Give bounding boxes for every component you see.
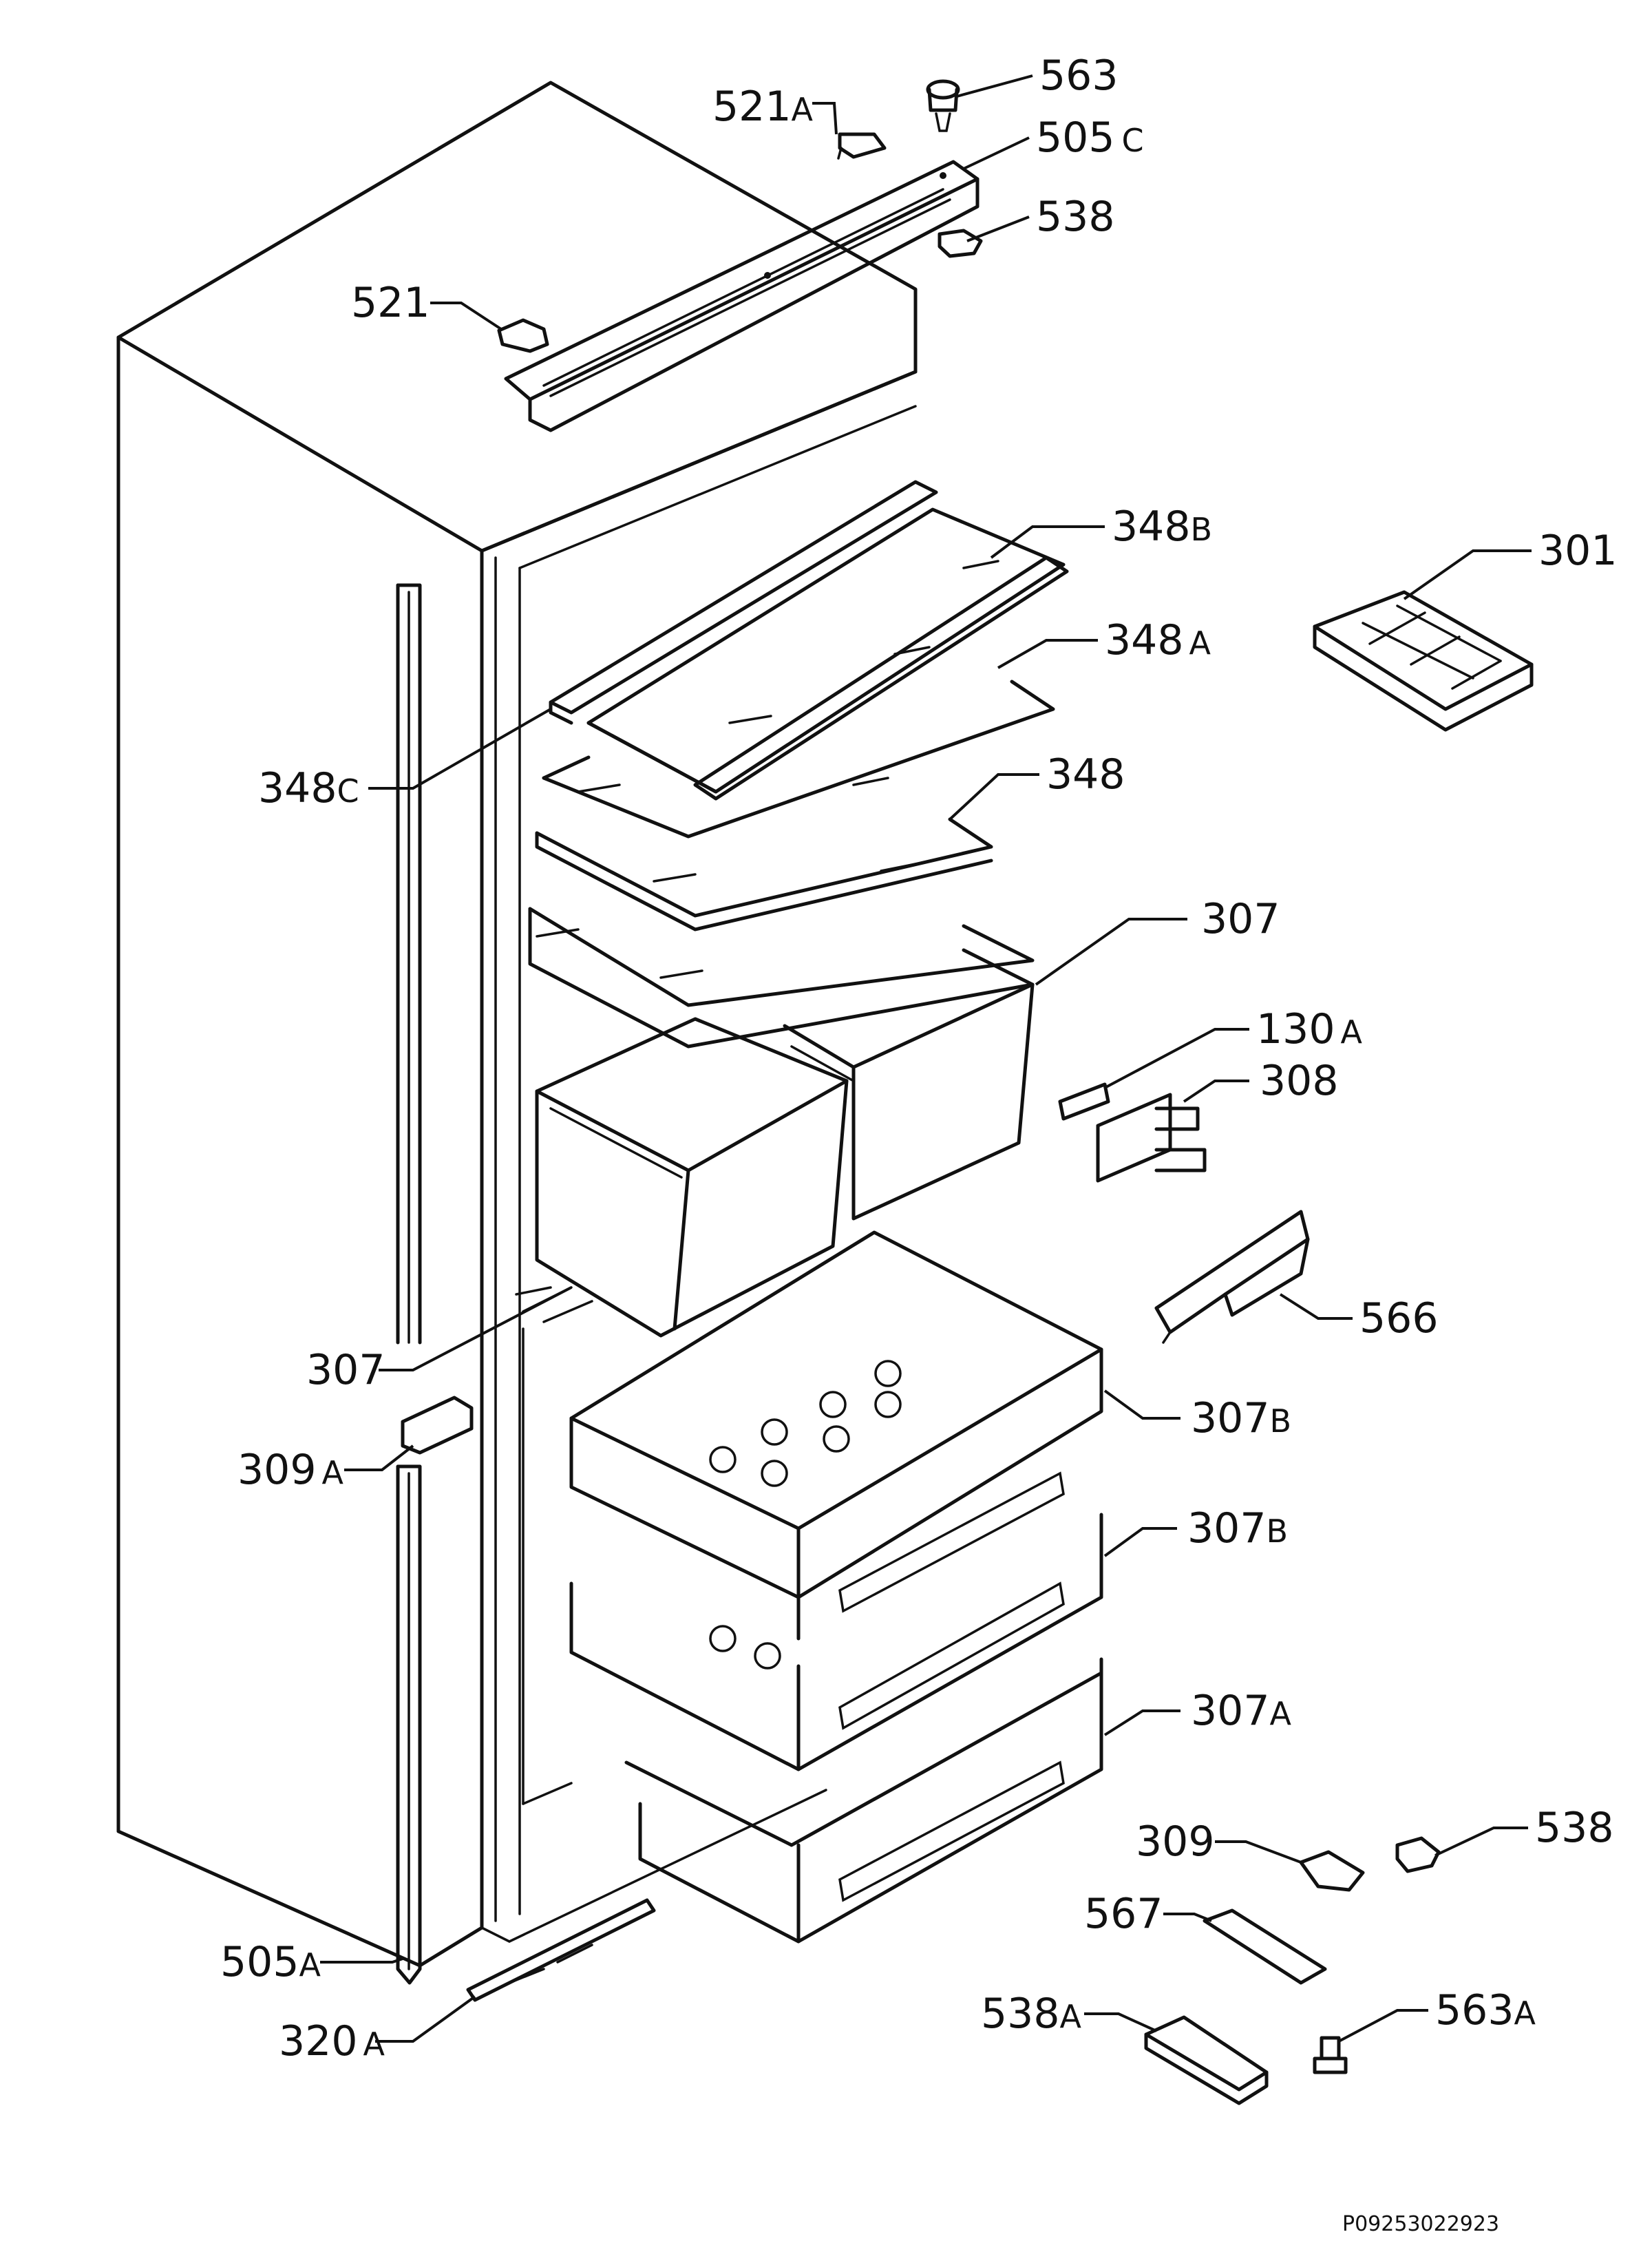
label-521a: 521A bbox=[712, 83, 814, 131]
freezer-basket-307b-upper bbox=[569, 1230, 1103, 1641]
hinge-cover-566 bbox=[1154, 1210, 1310, 1344]
label-309: 309 bbox=[1136, 1818, 1215, 1866]
label-308: 308 bbox=[1260, 1057, 1339, 1105]
glass-shelf-348a bbox=[542, 680, 1055, 839]
part-130a bbox=[1058, 1082, 1110, 1121]
freezer-basket-307b-lower bbox=[569, 1513, 1103, 1771]
label-348: 348 bbox=[1046, 750, 1125, 799]
part-309 bbox=[1299, 1850, 1365, 1892]
label-307-left: 307 bbox=[306, 1346, 385, 1394]
label-538-top: 538 bbox=[1036, 193, 1115, 241]
hinge-538-right bbox=[1395, 1836, 1441, 1873]
label-348b: 348B bbox=[1112, 503, 1212, 551]
cabinet-body bbox=[116, 81, 918, 1968]
label-563: 563 bbox=[1039, 52, 1119, 100]
top-hinge-bar-505c bbox=[504, 160, 979, 432]
part-567 bbox=[1203, 1908, 1327, 1985]
footer-code: P09253022923 bbox=[1342, 2212, 1499, 2236]
hinge-538-top bbox=[938, 229, 983, 258]
label-538-right: 538 bbox=[1535, 1804, 1614, 1852]
label-348c: 348C bbox=[258, 764, 359, 812]
label-307b-lower: 307B bbox=[1187, 1504, 1288, 1553]
bracket-308 bbox=[1096, 1093, 1207, 1183]
label-538a: 538A bbox=[981, 1990, 1082, 2038]
glass-shelf-348b bbox=[549, 480, 1069, 801]
cover-cap-521a bbox=[837, 132, 887, 160]
hinge-pin-563 bbox=[926, 79, 960, 132]
door-seal-strip bbox=[396, 583, 422, 1985]
ice-tray-301 bbox=[1313, 590, 1534, 732]
leader-lines bbox=[320, 74, 1532, 2043]
hinge-538a bbox=[1144, 2015, 1269, 2105]
drawer-307-right bbox=[783, 948, 1035, 1221]
label-566: 566 bbox=[1359, 1294, 1439, 1343]
drawer-307-left bbox=[535, 1017, 849, 1338]
freezer-basket-307a bbox=[624, 1657, 1103, 1944]
label-563a: 563A bbox=[1435, 1986, 1536, 2034]
label-307b-upper: 307B bbox=[1191, 1394, 1291, 1442]
part-309a bbox=[401, 1396, 474, 1455]
cover-cap-521 bbox=[497, 318, 549, 353]
label-567: 567 bbox=[1084, 1890, 1163, 1938]
label-521: 521 bbox=[351, 279, 430, 327]
label-301: 301 bbox=[1538, 527, 1618, 575]
hinge-pin-563a bbox=[1313, 2036, 1348, 2074]
glass-shelf-348 bbox=[535, 817, 993, 932]
label-307-top: 307 bbox=[1201, 895, 1280, 943]
label-307a: 307A bbox=[1191, 1687, 1292, 1735]
label-505a: 505A bbox=[220, 1938, 321, 1986]
glass-shelf-lower bbox=[528, 907, 1035, 1049]
